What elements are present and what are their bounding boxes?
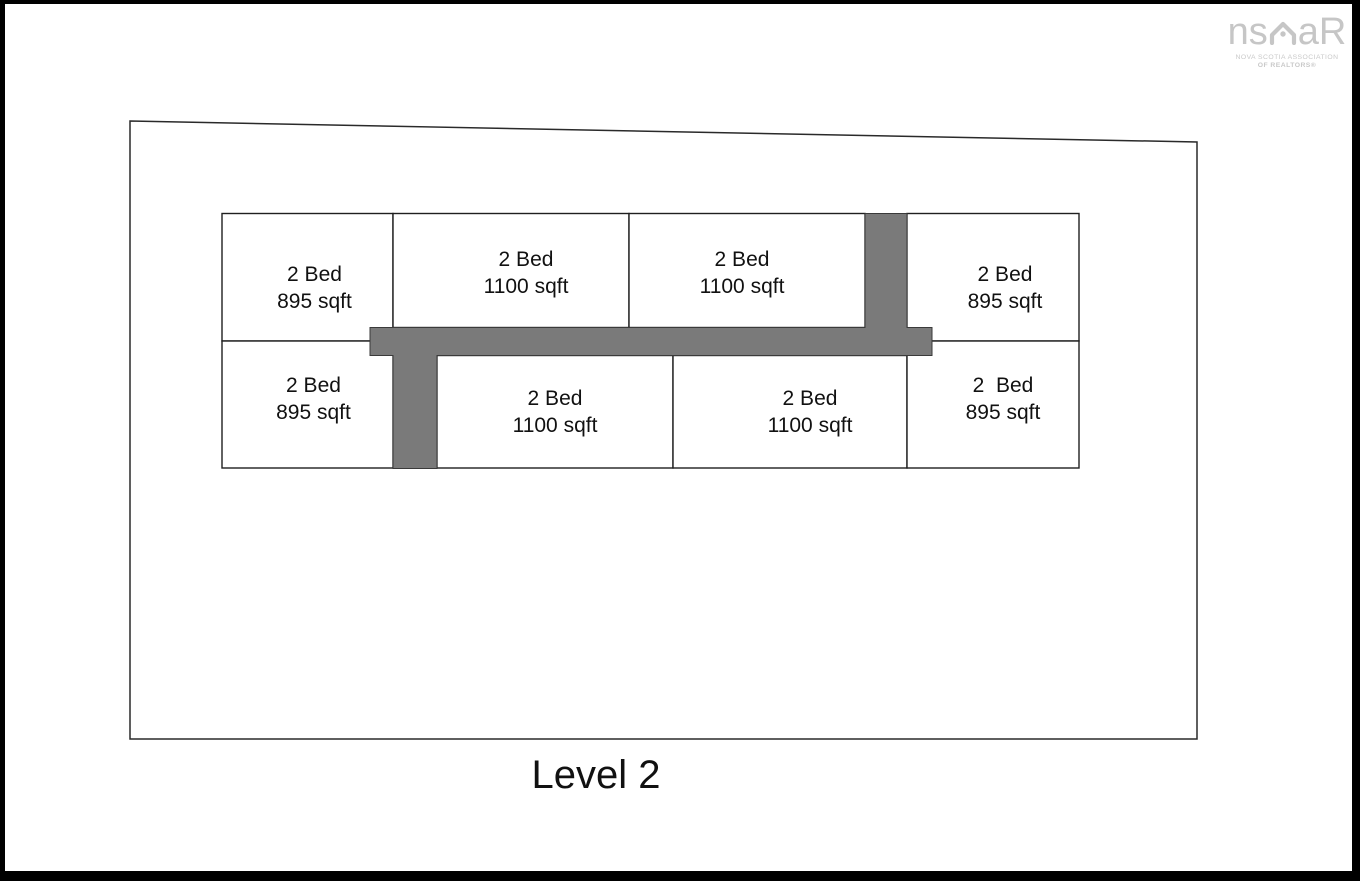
unit-rooms xyxy=(221,212,1080,469)
unit-beds: 2 Bed xyxy=(527,386,583,410)
unit-label-top-left: 2 Bed 895 sqft xyxy=(222,213,393,341)
unit-beds: 2 Bed xyxy=(286,373,341,397)
unit-label-bottom-mid-right: 2 Bed 1100 sqft xyxy=(673,355,907,468)
unit-beds: 2 Bed xyxy=(287,263,342,286)
unit-area: 1100 sqft xyxy=(483,275,569,298)
unit-beds: 2 Bed xyxy=(782,386,838,410)
unit-beds: 2 Bed xyxy=(977,263,1033,286)
unit-rect-top-right xyxy=(906,212,1080,342)
unit-area: 895 sqft xyxy=(965,400,1041,424)
unit-label-top-mid-left: 2 Bed 1100 sqft xyxy=(393,213,629,327)
unit-area: 895 sqft xyxy=(276,400,351,424)
unit-area: 895 sqft xyxy=(967,290,1043,313)
corridor-shape xyxy=(369,213,933,469)
unit-area: 895 sqft xyxy=(277,290,352,313)
nsar-tagline-line1: NOVA SCOTIA ASSOCIATION xyxy=(1235,54,1339,61)
unit-rect-top-mid-left xyxy=(392,212,630,329)
unit-beds: 2 Bed xyxy=(972,373,1034,397)
unit-area: 1100 sqft xyxy=(767,413,853,437)
unit-beds: 2 Bed xyxy=(714,248,770,271)
nsar-logo-wordmark: ns aR xyxy=(1225,13,1349,51)
nsar-logo-text-ns: ns xyxy=(1227,11,1268,53)
unit-label-top-right: 2 Bed 895 sqft xyxy=(907,213,1079,341)
building-outline xyxy=(129,120,1198,740)
nsar-tagline-line2: OF REALTORS® xyxy=(1257,62,1317,69)
unit-area: 1100 sqft xyxy=(699,275,785,298)
unit-rect-bottom-mid-left xyxy=(436,354,674,469)
unit-rect-bottom-right xyxy=(906,340,1080,469)
unit-area: 1100 sqft xyxy=(512,413,598,437)
level-title: Level 2 xyxy=(531,753,661,797)
nsar-logo: ns aR NOVA SCOTIA ASSOCIATION OF REALTOR… xyxy=(1225,13,1349,70)
nsar-logo-text-ar: aR xyxy=(1297,11,1347,53)
unit-label-bottom-left: 2 Bed 895 sqft xyxy=(222,341,393,468)
unit-beds: 2 Bed xyxy=(498,248,554,271)
unit-label-bottom-mid-left: 2 Bed 1100 sqft xyxy=(437,355,673,468)
house-roof-icon xyxy=(1269,21,1296,45)
unit-label-bottom-right: 2 Bed 895 sqft xyxy=(907,341,1079,468)
nsar-tagline: NOVA SCOTIA ASSOCIATION OF REALTORS® xyxy=(1225,54,1349,70)
unit-label-top-mid-right: 2 Bed 1100 sqft xyxy=(629,213,865,327)
